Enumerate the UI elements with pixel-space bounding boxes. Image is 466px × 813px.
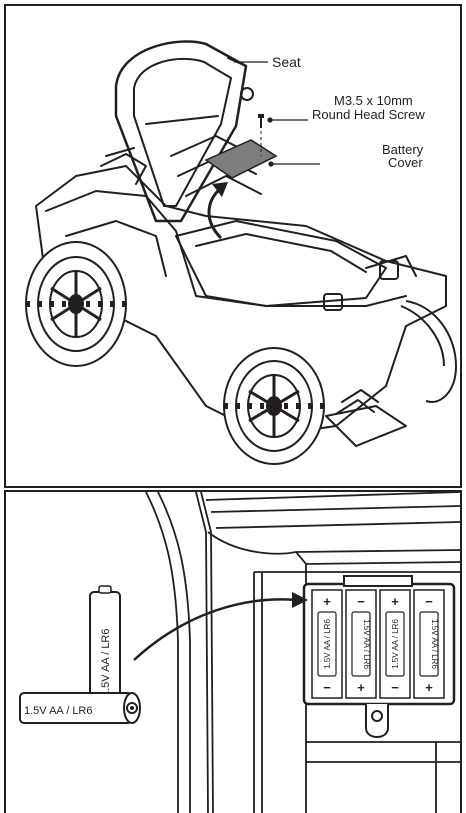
seat-well (175, 220, 387, 307)
battery-slot-label: 1.5V AA / LR6 (391, 619, 400, 669)
battery-slot-bottom-polarity: − (391, 680, 399, 695)
battery-slots: + − 1.5V AA / LR6 − +1.5V AA / LR6 + − 1.5V AA … (311, 589, 445, 699)
battery-slot-bottom-polarity: + (425, 680, 433, 695)
battery-slot-cell (385, 611, 405, 677)
body-contour (145, 492, 179, 813)
front-wheel (25, 241, 127, 367)
seat-label: Seat (272, 54, 301, 70)
battery-slot-top-polarity: − (425, 594, 433, 609)
screw-label-line1: M3.5 x 10mm (334, 93, 413, 108)
battery-slot-cell (419, 611, 439, 677)
battery-cover (204, 139, 278, 179)
battery-slot: + − 1.5V AA / LR6 (379, 589, 411, 699)
aa-battery-vertical: 1.5V AA / LR6 (89, 585, 121, 705)
battery-slot-label: 1.5V AA / LR6 (430, 619, 439, 669)
screw-icon (258, 114, 264, 156)
battery-slot-cell (351, 611, 371, 677)
quad-illustration: Seat M3.5 x 10mm Round Head Screw Batter… (25, 40, 458, 465)
rear-wheel (223, 347, 325, 465)
cover-label-line1: Battery (382, 142, 424, 157)
seat-removal-panel: Seat M3.5 x 10mm Round Head Screw Batter… (4, 4, 462, 488)
battery-slot-top-polarity: + (323, 594, 331, 609)
battery-slot-top-polarity: − (357, 594, 365, 609)
screw-label-line2: Round Head Screw (312, 107, 425, 122)
battery-slot-label: 1.5V AA / LR6 (362, 619, 371, 669)
insert-arrow-icon (133, 592, 308, 661)
cover-label-line2: Cover (388, 155, 423, 170)
aa-battery-horizontal-label: 1.5V AA / LR6 (24, 705, 93, 717)
aa-battery-vertical-label: 1.5V AA / LR6 (100, 629, 112, 698)
battery-slot-bottom-polarity: + (357, 680, 365, 695)
battery-slot-cell (317, 611, 337, 677)
battery-illustration: + − 1.5V AA / LR6 − +1.5V AA / LR6 + − 1.5V AA … (19, 492, 460, 813)
battery-slot: − +1.5V AA / LR6 (345, 589, 377, 699)
quad-body (35, 165, 447, 437)
battery-slot: + − 1.5V AA / LR6 (311, 589, 343, 699)
right-rear-wheel (400, 300, 458, 403)
battery-slot-bottom-polarity: − (323, 680, 331, 695)
battery-slot-top-polarity: + (391, 594, 399, 609)
lift-arrow-icon (207, 182, 228, 240)
battery-slot: − +1.5V AA / LR6 (413, 589, 445, 699)
battery-install-panel: + − 1.5V AA / LR6 − +1.5V AA / LR6 + − 1.5V AA … (4, 490, 462, 813)
battery-slot-label: 1.5V AA / LR6 (323, 619, 332, 669)
aa-battery-horizontal: 1.5V AA / LR6 (19, 692, 141, 724)
